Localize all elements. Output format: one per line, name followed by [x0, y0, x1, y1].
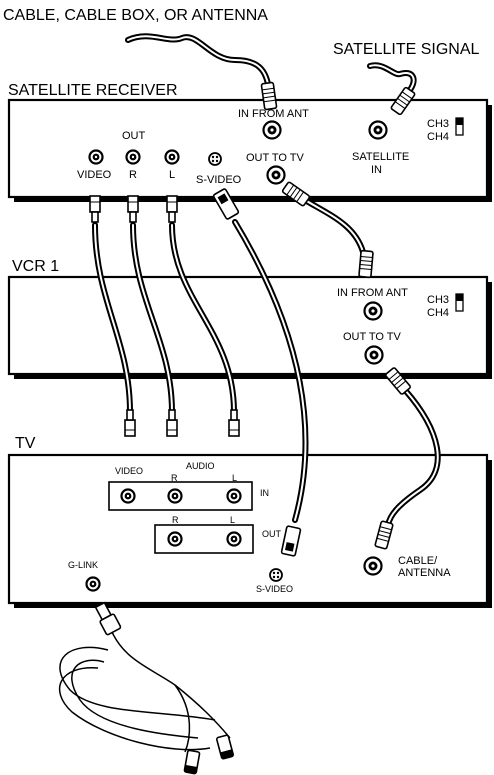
satellite-receiver-title: SATELLITE RECEIVER — [8, 82, 178, 99]
satellite-in-label-2: IN — [371, 164, 382, 176]
tv-audio-r-in-jack[interactable] — [167, 488, 183, 504]
satellite-receiver-box — [7, 98, 492, 202]
tv-s-video-jack[interactable] — [269, 568, 283, 582]
sat-in-from-ant-label: IN FROM ANT — [238, 108, 309, 120]
g-link-cable — [59, 601, 234, 775]
tv-audio-l-out-jack[interactable] — [226, 531, 242, 547]
audio-r-rca-cable — [127, 195, 178, 437]
tv-video-label: VIDEO — [115, 466, 143, 476]
tv-title: TV — [15, 435, 36, 452]
sat-s-video-label: S-VIDEO — [196, 174, 242, 186]
sat-out-to-tv-label: OUT TO TV — [246, 152, 305, 164]
sat-to-vcr-rf-cable — [281, 180, 374, 279]
tv-g-link-jack[interactable] — [85, 576, 101, 592]
tv-audio-r-out-jack[interactable] — [167, 531, 183, 547]
sat-video-label: VIDEO — [77, 169, 112, 181]
sat-out-to-tv-jack[interactable] — [266, 165, 286, 185]
tv-out-r-label: R — [172, 515, 179, 525]
vcr-in-from-ant-jack[interactable] — [363, 301, 383, 321]
sat-out-label: OUT — [122, 130, 146, 142]
s-video-cable — [212, 188, 309, 557]
tv-out-label: OUT — [262, 529, 282, 539]
tv-cable-antenna-jack[interactable] — [363, 556, 383, 576]
satellite-signal-label: SATELLITE SIGNAL — [333, 41, 480, 58]
vcr-channel-switch[interactable] — [455, 293, 464, 312]
vcr-in-from-ant-label: IN FROM ANT — [337, 287, 408, 299]
vcr-to-tv-rf-cable — [374, 366, 441, 550]
sat-r-label: R — [129, 169, 137, 181]
tv-in-label: IN — [260, 488, 269, 498]
tv-in-l-label: L — [232, 473, 237, 483]
tv-s-video-label: S-VIDEO — [256, 584, 293, 594]
vcr-ch3-label: CH3 — [427, 294, 449, 306]
tv-input-panel — [108, 481, 253, 511]
tv-audio-l-in-jack[interactable] — [226, 488, 242, 504]
satellite-signal-cable — [367, 62, 417, 116]
tv-out-l-label: L — [230, 515, 235, 525]
tv-cable-antenna-label-1: CABLE/ — [398, 555, 438, 567]
tv-box — [7, 453, 492, 608]
antenna-feed-cable — [125, 33, 278, 111]
satellite-in-label-1: SATELLITE — [352, 151, 409, 163]
sat-audio-r-out-jack[interactable] — [125, 149, 141, 165]
vcr-title: VCR 1 — [12, 258, 59, 275]
sat-s-video-jack[interactable] — [208, 152, 222, 166]
sat-ch4-label: CH4 — [427, 131, 449, 143]
vcr-out-to-tv-label: OUT TO TV — [343, 331, 402, 343]
sat-audio-l-out-jack[interactable] — [164, 149, 180, 165]
tv-output-panel — [154, 524, 254, 554]
vcr-box — [7, 275, 492, 379]
satellite-in-jack[interactable] — [368, 120, 388, 140]
tv-g-link-label: G-LINK — [68, 560, 98, 570]
vcr-ch4-label: CH4 — [427, 307, 449, 319]
tv-in-r-label: R — [171, 473, 178, 483]
tv-audio-label: AUDIO — [186, 461, 215, 471]
sat-l-label: L — [169, 169, 175, 181]
tv-video-in-jack[interactable] — [120, 488, 136, 504]
vcr-out-to-tv-jack[interactable] — [364, 345, 384, 365]
sat-channel-switch[interactable] — [455, 117, 464, 136]
video-rca-cable — [89, 195, 136, 437]
tv-cable-antenna-label-2: ANTENNA — [398, 567, 451, 579]
audio-l-rca-cable — [166, 195, 240, 437]
sat-video-out-jack[interactable] — [88, 149, 104, 165]
sat-in-from-ant-jack[interactable] — [262, 120, 282, 140]
sat-ch3-label: CH3 — [427, 118, 449, 130]
cable-source-label: CABLE, CABLE BOX, OR ANTENNA — [3, 7, 268, 24]
